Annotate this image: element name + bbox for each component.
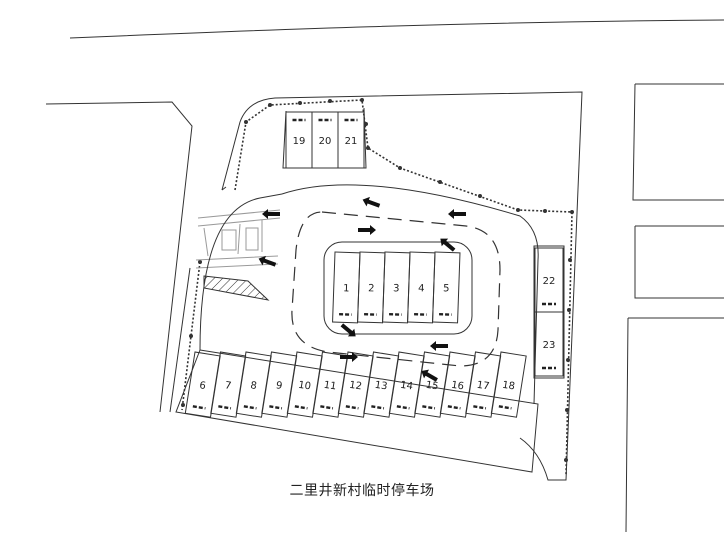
parking-space-number: 2 (368, 283, 375, 294)
parking-space-number: 22 (543, 276, 556, 287)
parking-space-2: 2 (357, 251, 386, 324)
hatched-planting-block (203, 275, 270, 301)
boundary-fence (181, 99, 573, 477)
parking-space-number: 16 (450, 380, 464, 393)
parking-space-23: 23 (534, 311, 564, 377)
parking-area-outlines (175, 107, 565, 473)
parking-space-22: 22 (534, 247, 564, 313)
parking-space-18: 18 (490, 351, 527, 418)
parking-space-number: 20 (319, 136, 332, 147)
parking-space-number: 8 (250, 380, 258, 392)
parking-space-number: 13 (374, 380, 388, 393)
parking-space-number: 15 (425, 380, 439, 393)
parking-space-number: 14 (399, 380, 413, 393)
direction-arrow-5 (430, 341, 448, 351)
parking-space-number: 18 (501, 380, 515, 393)
parking-space-19: 19 (285, 111, 313, 169)
direction-arrow-7 (421, 369, 438, 382)
direction-arrow-0 (362, 196, 381, 208)
direction-arrow-9 (258, 255, 277, 267)
parking-space-number: 6 (199, 380, 207, 392)
parking-space-5: 5 (432, 251, 461, 324)
parking-space-number: 4 (418, 283, 425, 294)
parking-space-1: 1 (332, 251, 361, 324)
direction-arrow-4 (340, 323, 356, 337)
parking-space-number: 9 (275, 380, 283, 392)
circulation-loop (291, 211, 501, 367)
parking-space-20: 20 (311, 111, 339, 169)
direction-arrow-2 (358, 225, 376, 235)
parking-space-number: 3 (393, 283, 400, 294)
parking-space-number: 10 (297, 380, 311, 393)
direction-arrow-8 (262, 209, 280, 219)
parking-space-21: 21 (337, 111, 365, 169)
entrance-gate (195, 209, 281, 269)
parking-space-4: 4 (407, 251, 436, 324)
parking-space-number: 23 (543, 340, 556, 351)
parking-space-3: 3 (382, 251, 411, 324)
parking-space-number: 1 (343, 283, 350, 294)
parking-space-number: 17 (476, 380, 490, 393)
parking-space-number: 7 (224, 380, 232, 392)
direction-arrow-1 (448, 209, 466, 219)
parking-space-number: 21 (345, 136, 358, 147)
direction-arrow-6 (340, 352, 358, 362)
direction-arrow-3 (440, 238, 456, 252)
plan-title: 二里井新村临时停车场 (289, 483, 435, 499)
parking-space-number: 5 (443, 283, 450, 294)
traffic-arrows (258, 196, 466, 382)
parking-space-number: 11 (323, 380, 337, 393)
site-boundary (169, 91, 583, 481)
parking-space-number: 19 (293, 136, 306, 147)
parking-space-number: 12 (348, 380, 362, 393)
site-context-lines (45, 19, 724, 533)
